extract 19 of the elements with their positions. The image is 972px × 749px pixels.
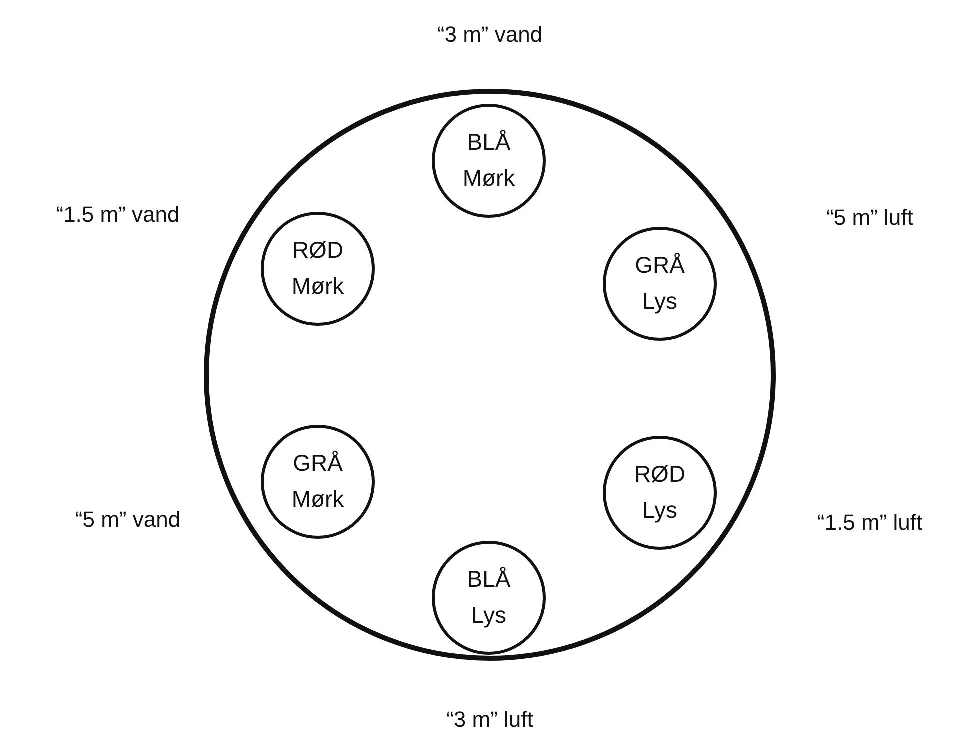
circle-node (261, 212, 375, 326)
circle-label: GRÅ Mørk (290, 449, 346, 514)
circle-label: GRÅ Lys (634, 251, 686, 316)
circle-node (603, 227, 717, 341)
circle-node (603, 436, 717, 550)
circle-label: RØD Mørk (290, 236, 346, 301)
circle-node (432, 104, 546, 218)
circle-node (261, 425, 375, 539)
circle-label: RØD Lys (633, 460, 687, 525)
circle-label: BLÅ Lys (466, 565, 512, 630)
position-label: “5 m” vand (75, 507, 181, 533)
position-label: “1.5 m” vand (56, 202, 180, 228)
position-label: “5 m” luft (826, 205, 914, 231)
circle-shape (204, 89, 776, 661)
circle-node (432, 541, 546, 655)
circle-label: BLÅ Mørk (462, 128, 516, 193)
position-label: “3 m” luft (446, 707, 534, 733)
position-label: “3 m” vand (437, 22, 543, 48)
position-label: “1.5 m” luft (817, 510, 923, 536)
